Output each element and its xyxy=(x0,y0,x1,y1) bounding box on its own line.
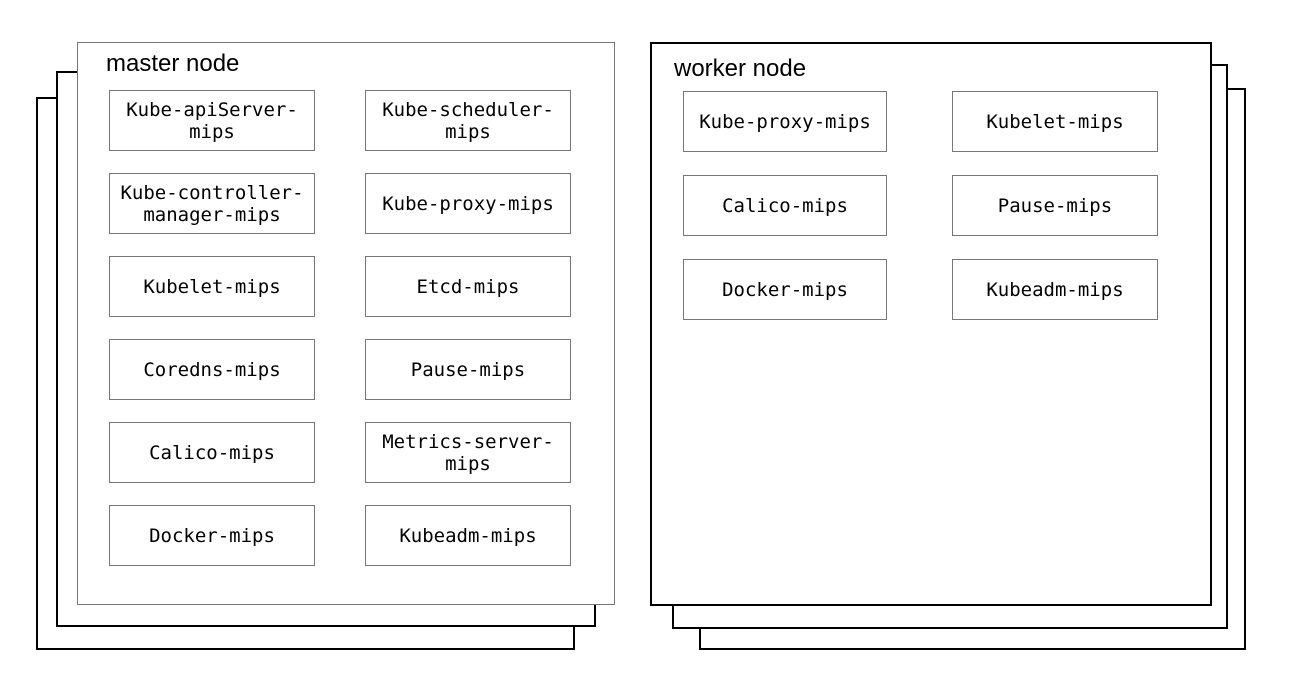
component-box: Docker-mips xyxy=(683,259,887,320)
component-box: Etcd-mips xyxy=(365,256,571,317)
component-box: Pause-mips xyxy=(365,339,571,400)
component-box: Kubelet-mips xyxy=(952,91,1158,152)
component-box: Kube-scheduler- mips xyxy=(365,90,571,151)
component-box: Calico-mips xyxy=(683,175,887,236)
component-box: Pause-mips xyxy=(952,175,1158,236)
component-box: Coredns-mips xyxy=(109,339,315,400)
component-box: Kubeadm-mips xyxy=(365,505,571,566)
component-box: Kubelet-mips xyxy=(109,256,315,317)
component-box: Calico-mips xyxy=(109,422,315,483)
master-component-grid: Kube-apiServer- mips Kube-scheduler- mips… xyxy=(109,90,571,566)
worker-node-title: worker node xyxy=(674,55,807,82)
master-node-panel: master node Kube-apiServer- mips Kube-sch… xyxy=(77,42,615,605)
component-box: Kube-proxy-mips xyxy=(683,91,887,152)
component-box: Kube-apiServer- mips xyxy=(109,90,315,151)
component-box: Kube-proxy-mips xyxy=(365,173,571,234)
component-box: Docker-mips xyxy=(109,505,315,566)
component-box: Kubeadm-mips xyxy=(952,259,1158,320)
component-box: Kube-controller- manager-mips xyxy=(109,173,315,234)
master-node-title: master node xyxy=(106,50,240,77)
component-box: Metrics-server- mips xyxy=(365,422,571,483)
